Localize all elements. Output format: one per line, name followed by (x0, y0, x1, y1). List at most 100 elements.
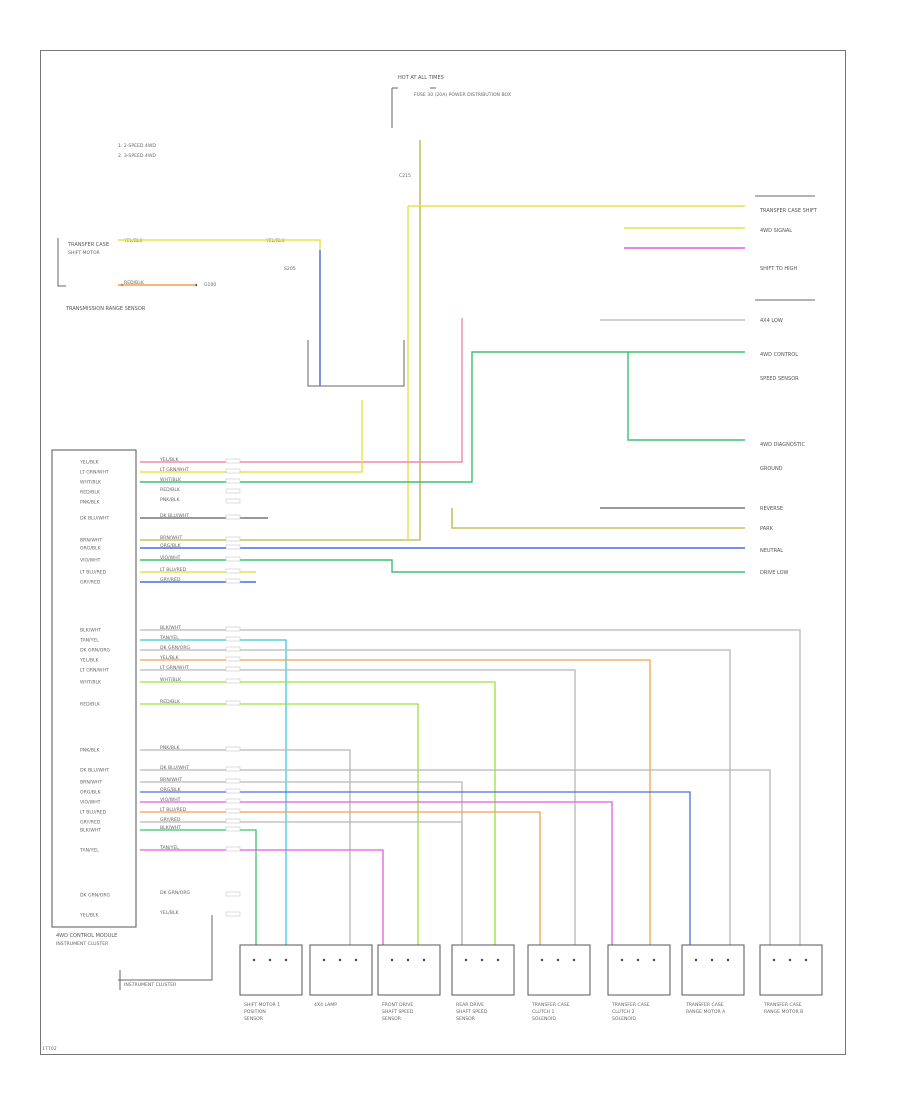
bottom-pin-7-3 (726, 958, 730, 962)
bottom-pin-4-2 (480, 958, 484, 962)
right-label-5: 4WD CONTROL (760, 352, 798, 358)
wire-tag-6 (225, 514, 241, 520)
bottom-pin-8-2 (788, 958, 792, 962)
bottom-pin-4-3 (496, 958, 500, 962)
module-wire-label-5: PNK/BLK (160, 497, 180, 503)
right-label-11: NEUTRAL (760, 548, 783, 554)
right-label-3: SHIFT TO HIGH (760, 266, 798, 272)
wire-lower-9 (140, 769, 771, 945)
module-pin-name-22: ORG/BLK (80, 790, 102, 796)
bottom-pin-3-3 (422, 958, 426, 962)
module-wire-label-10: LT BLU/RED (160, 567, 187, 573)
wire-lower-8 (140, 749, 351, 945)
bottom-component-label-4-3: SENSOR (456, 1016, 476, 1022)
module-pin-name-9: VIO/WHT (80, 558, 101, 564)
module-pin-name-27: TAN/YEL (79, 848, 99, 854)
connector-s205: S205 (284, 266, 296, 272)
module-pin-name-13: TAN/YEL (79, 638, 99, 644)
module-wire-label-18: RED/BLK (160, 699, 181, 705)
module-pin-name-8: ORG/BLK (80, 546, 102, 552)
right-label-8: GROUND (760, 466, 783, 472)
wire-lower-2 (140, 639, 287, 945)
wire-tag-9 (225, 556, 241, 562)
wire-tag-26 (225, 826, 241, 832)
bottom-component-label-3-1: FRONT DRIVE (382, 1002, 413, 1008)
right-label-4: 4X4 LOW (760, 318, 783, 324)
connector-g100: G100 (204, 282, 216, 288)
footer-code: 17702 (42, 1046, 57, 1052)
right-label-10: PARK (760, 526, 774, 532)
wire-tag-7 (225, 536, 241, 542)
bottom-component-box-2 (309, 944, 373, 996)
bottom-pin-1-3 (284, 958, 288, 962)
bottom-component-label-3-2: SHAFT SPEED (382, 1009, 414, 1015)
bottom-pin-5-1 (540, 958, 544, 962)
bottom-component-label-5-2: CLUTCH 1 (532, 1009, 555, 1015)
bottom-component-box-6 (607, 944, 671, 996)
module-wire-label-29: YEL/BLK (159, 910, 180, 916)
bottom-component-label-4-1: REAR DRIVE (456, 1002, 484, 1008)
wire-tag-1 (225, 458, 241, 464)
bottom-component-box-3 (377, 944, 441, 996)
wire-lower-3 (140, 649, 731, 945)
component-label-range-sensor: TRANSMISSION RANGE SENSOR (65, 306, 146, 312)
wire-tag-14 (225, 646, 241, 652)
bottom-component-label-8-2: RANGE MOTOR B (764, 1009, 803, 1015)
wire-lower-12 (140, 801, 613, 945)
wire-tag-18 (225, 700, 241, 706)
bottom-component-label-6-3: SOLENOID (612, 1016, 636, 1022)
wire-tag-20 (225, 766, 241, 772)
module-wire-label-19: PNK/BLK (160, 745, 180, 751)
right-separator-lines (755, 195, 815, 301)
module-wire-label-13: TAN/YEL (159, 635, 179, 641)
wire-tag-16 (225, 666, 241, 672)
wire-lower-4 (140, 659, 651, 945)
module-wire-label-15: YEL/BLK (159, 655, 180, 661)
wire-tag-25 (225, 818, 241, 824)
wire-lower-15 (140, 829, 257, 945)
module-wire-label-4: RED/BLK (160, 487, 181, 493)
module-wire-label-28: DK GRN/ORG (160, 890, 191, 896)
control-module: 4WD CONTROL MODULE INSTRUMENT CLUSTER (51, 449, 137, 947)
module-wire-label-26: BLK/WHT (160, 825, 181, 831)
wire-lower-1 (140, 629, 801, 945)
instrument-cluster: INSTRUMENT CLUSTER (118, 915, 213, 990)
module-wire-label-1: YEL/BLK (159, 457, 180, 463)
bottom-pin-5-3 (572, 958, 576, 962)
bottom-pin-7-1 (694, 958, 698, 962)
module-wire-label-24: LT BLU/RED (160, 807, 187, 813)
bottom-component-box-5 (527, 944, 591, 996)
module-wire-label-27: TAN/YEL (159, 845, 179, 851)
wire-lower-11 (140, 791, 691, 945)
wire-lower-7 (140, 703, 419, 945)
wire-tag-10 (225, 568, 241, 574)
center-connector: S205 (284, 266, 405, 387)
wire-tag-22 (225, 788, 241, 794)
component-sub-shift-motor: SHIFT MOTOR (68, 250, 101, 256)
wire-tag-19 (225, 746, 241, 752)
module-pin-name-16: LT GRN/WHT (80, 668, 109, 674)
transfer-case-group: TRANSFER CASE SHIFT MOTOR TRANSMISSION R… (57, 238, 286, 312)
bottom-pin-2-3 (354, 958, 358, 962)
module-wire-label-25: GRY/RED (160, 817, 181, 823)
wire-yellow-left (118, 239, 321, 386)
module-wire-label-14: DK GRN/ORG (160, 645, 191, 651)
module-wire-label-11: GRY/RED (160, 577, 181, 583)
bottom-pin-2-2 (338, 958, 342, 962)
module-pin-name-29: YEL/BLK (79, 913, 100, 919)
bottom-component-label-8-1: TRANSFER CASE (763, 1002, 802, 1008)
right-label-9: REVERSE (760, 506, 783, 512)
module-wire-label-7: BRN/WHT (160, 535, 182, 541)
bottom-component-label-3-3: SENSOR (382, 1016, 402, 1022)
wire-green-upper (140, 351, 745, 483)
bottom-component-box-1 (239, 944, 303, 996)
bottom-pin-8-3 (804, 958, 808, 962)
bottom-pin-1-2 (268, 958, 272, 962)
module-pin-name-6: DK BLU/WHT (80, 516, 109, 522)
module-pin-name-23: VIO/WHT (80, 800, 101, 806)
module-pin-name-28: DK GRN/ORG (80, 893, 111, 899)
wire-tag-8 (225, 544, 241, 550)
